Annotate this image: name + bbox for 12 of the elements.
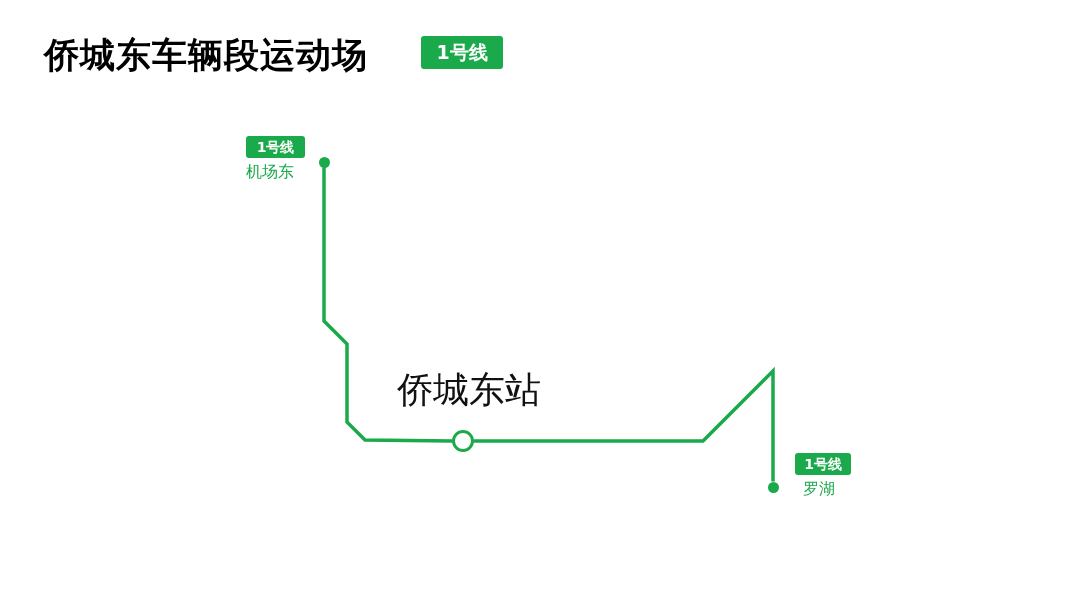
terminal-dot — [318, 156, 330, 168]
metro-line — [474, 366, 775, 482]
station-name: 罗湖 — [803, 479, 835, 500]
line-badge: 1号线 — [421, 36, 503, 69]
metro-line — [322, 167, 452, 443]
station-circle — [452, 430, 474, 452]
line-badge: 1号线 — [246, 136, 305, 158]
station-name: 机场东 — [246, 162, 294, 183]
line-badge: 1号线 — [795, 453, 851, 475]
station-name: 侨城东站 — [397, 368, 541, 412]
title: 侨城东车辆段运动场 — [44, 34, 368, 77]
terminal-dot — [767, 481, 779, 493]
